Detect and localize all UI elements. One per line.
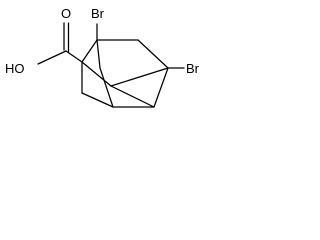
atom-label-carbonyl-oxygen: O <box>61 6 71 21</box>
adamantane-cage <box>81 39 169 108</box>
cage-bond-top-br-carbon-to-front-ch2 <box>96 39 101 69</box>
carboxylic-acid-group <box>37 22 83 65</box>
chemical-structure-diagram: Br Br HO O <box>5 6 200 108</box>
cage-bond-top-br-carbon-to-left-ch <box>81 39 98 63</box>
cage-bond-middle-ch2-to-lower-right <box>110 85 155 108</box>
c-oh-single-bond <box>37 50 67 65</box>
bromine-bonds <box>96 23 185 69</box>
cage-bond-lower-left-to-bottom <box>81 92 114 108</box>
atom-label-br-top: Br <box>91 6 105 21</box>
acid-to-cage-bond <box>65 50 83 63</box>
cage-bond-left-ch-to-middle-ch2 <box>81 61 112 87</box>
cage-bond-upper-right-to-right-br-carbon <box>137 39 169 69</box>
cage-bond-front-ch2-to-bottom <box>99 67 114 108</box>
cage-bond-middle-ch2-to-right-br-carbon <box>110 67 169 87</box>
cage-bond-lower-right-to-right-br-carbon <box>153 67 169 108</box>
atom-label-hydroxyl: HO <box>5 61 25 76</box>
atom-label-br-right: Br <box>186 61 200 76</box>
